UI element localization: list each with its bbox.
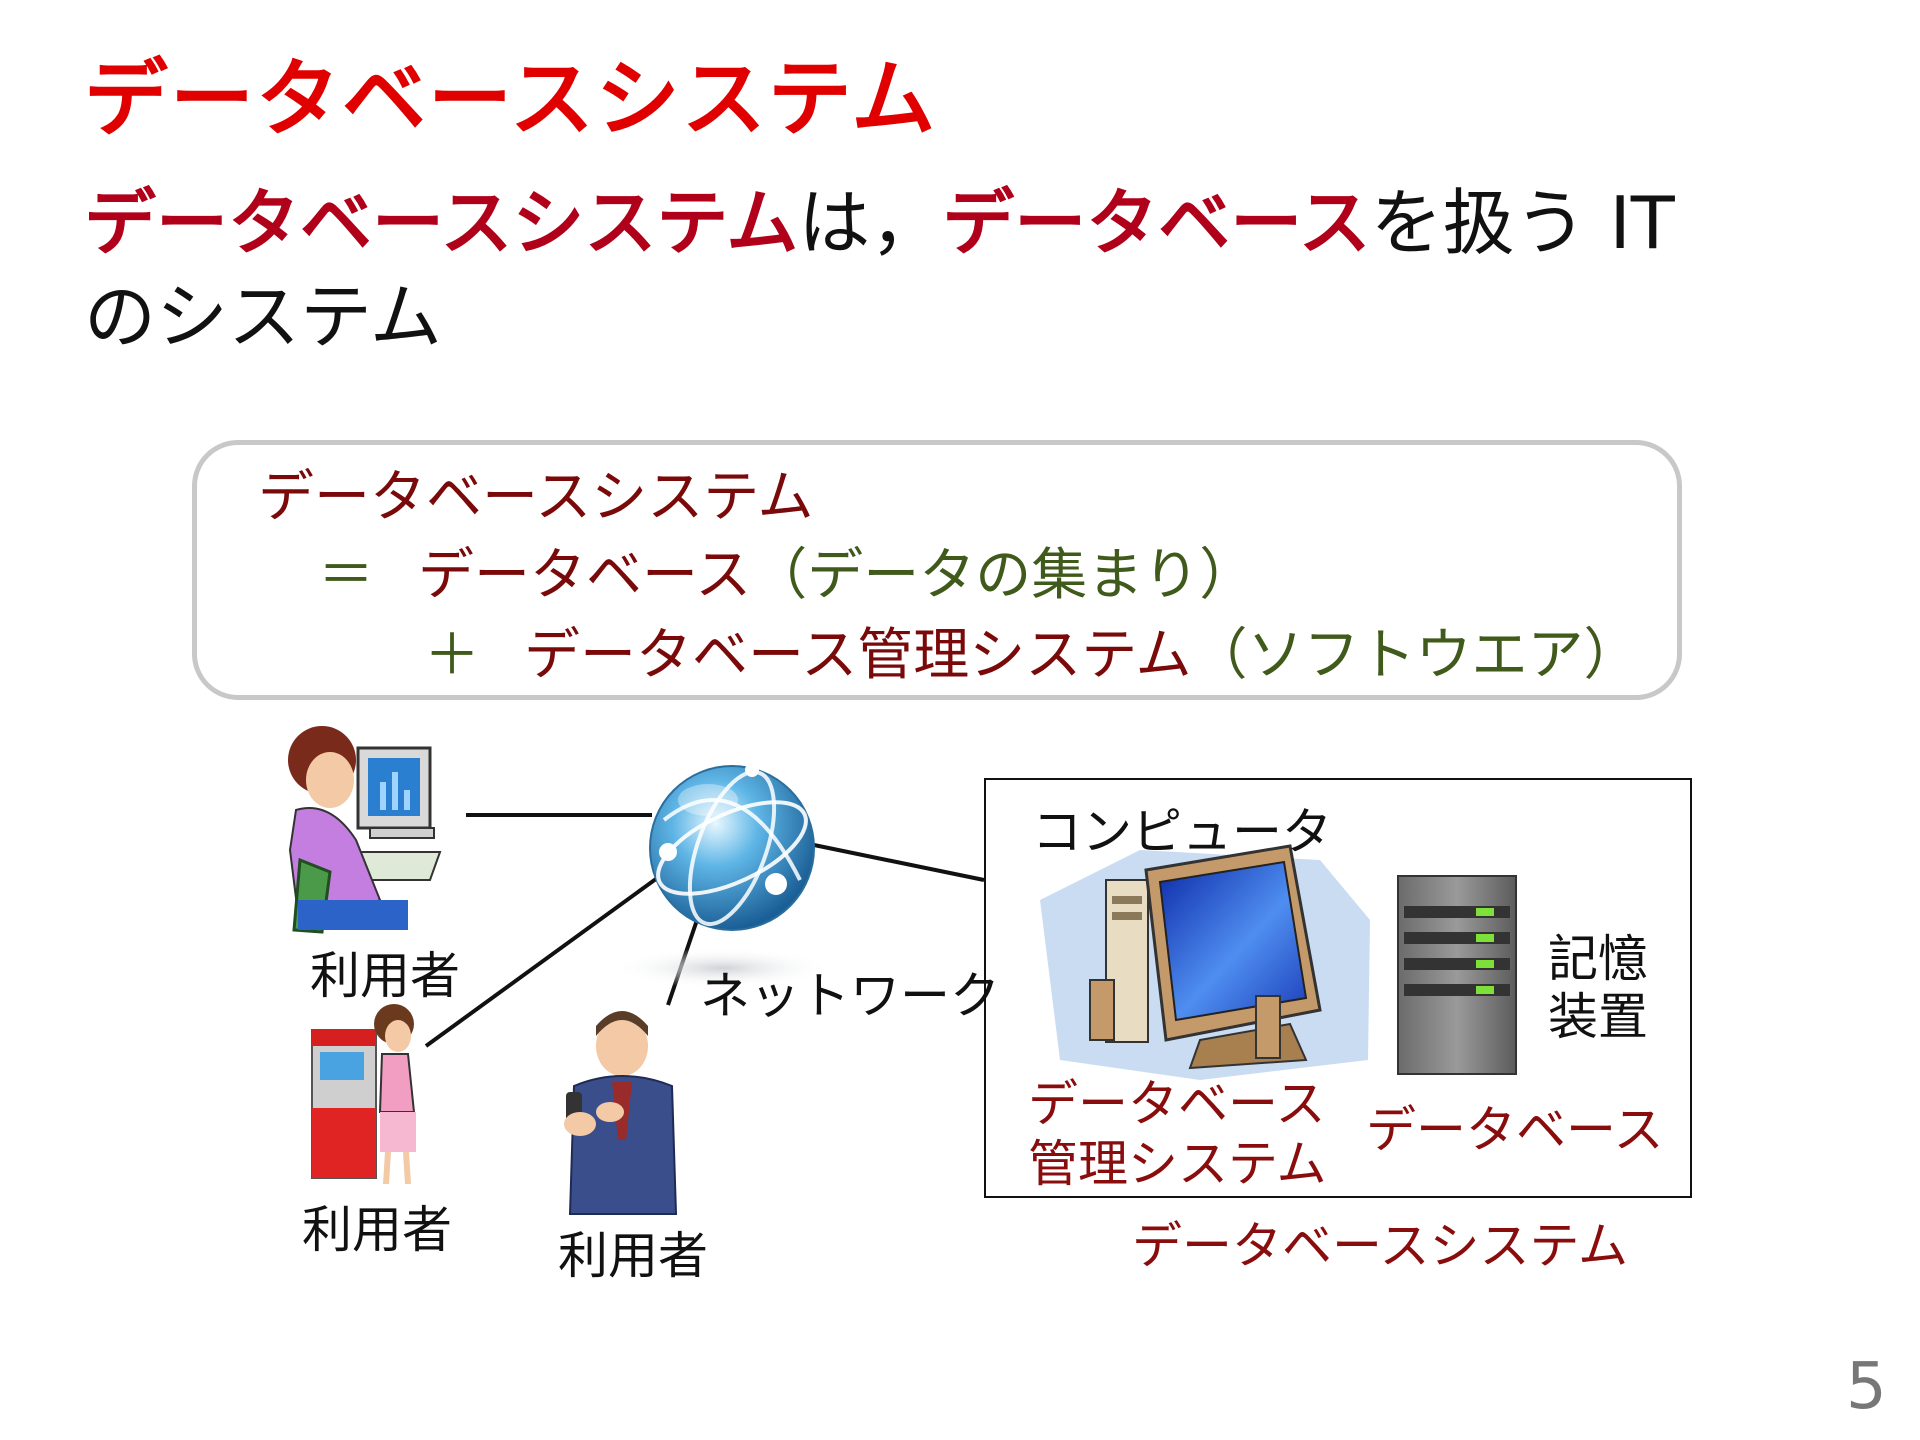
definition-line-1: データベースシステム (258, 465, 814, 530)
storage-server-icon (1397, 875, 1517, 1075)
lead-line-1: データベースシステムは，データベースを扱う IT (84, 176, 1675, 270)
database-term: データベース (418, 543, 752, 608)
user-at-atm-illustration (311, 1004, 416, 1185)
lead-term-database: データベース (942, 181, 1371, 265)
dbms-diagram-label: データベース 管理システム (1028, 1074, 1327, 1194)
dbms-label-line-2: 管理システム (1028, 1135, 1327, 1193)
network-label: ネットワーク (700, 967, 1000, 1025)
definition-line-2: データベース（データの集まり） (418, 530, 1255, 611)
user-label-3: 利用者 (558, 1227, 708, 1285)
lead-text-2: を扱う IT (1370, 181, 1675, 265)
lead-term-dbsystem: データベースシステム (84, 181, 799, 265)
lead-paragraph: データベースシステムは，データベースを扱う IT のシステム (84, 176, 1675, 364)
storage-label-line-1: 記憶 (1548, 930, 1648, 988)
user-label-1: 利用者 (310, 947, 460, 1005)
line-network-computer (813, 843, 985, 882)
definition-box (192, 440, 1682, 700)
computer-icon (1040, 844, 1370, 1080)
database-diagram-label: データベース (1366, 1101, 1664, 1159)
user-at-computer-illustration (288, 726, 442, 934)
globe-icon (612, 763, 832, 988)
dbms-label-line-1: データベース (1028, 1075, 1326, 1133)
line-network-user2 (424, 874, 662, 1048)
user-label-2: 利用者 (302, 1201, 452, 1259)
page-number: 5 (1846, 1350, 1887, 1424)
computer-label: コンピュータ (1032, 803, 1332, 861)
user-with-phone-illustration (564, 1011, 678, 1215)
storage-device-label: 記憶 装置 (1548, 930, 1648, 1046)
dbms-term: データベース管理システム (524, 623, 1192, 688)
dbms-note: （ソフトウエア） (1191, 623, 1640, 688)
equals-symbol: ＝ (318, 543, 374, 608)
dbsystem-diagram-label: データベースシステム (1132, 1217, 1628, 1275)
definition-line-3: データベース管理システム（ソフトウエア） (524, 610, 1640, 691)
lead-text-1: は， (798, 181, 943, 265)
computer-box (984, 778, 1692, 1198)
plus-symbol: ＋ (424, 623, 480, 688)
storage-label-line-2: 装置 (1548, 988, 1648, 1046)
slide-title: データベースシステム (84, 50, 938, 148)
lead-line-2: のシステム (84, 275, 442, 359)
database-note: （データの集まり） (751, 543, 1256, 608)
